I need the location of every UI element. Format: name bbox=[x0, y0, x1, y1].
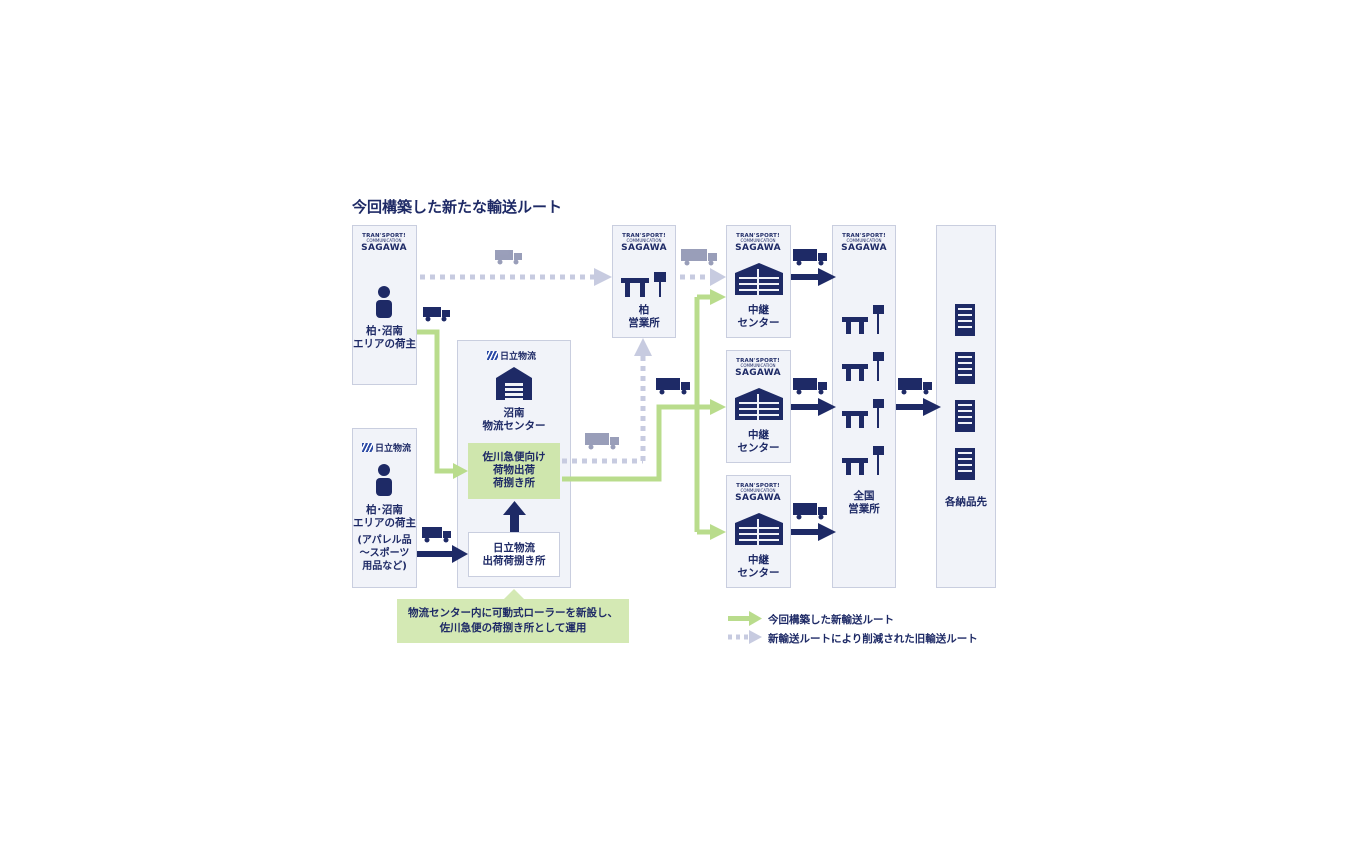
hitachi-sorting-label: 日立物流 出荷荷捌き所 bbox=[482, 542, 546, 567]
truck-icon bbox=[898, 378, 932, 395]
relay-building-icon bbox=[735, 263, 783, 295]
building-icon bbox=[955, 352, 975, 384]
legend-old-swatch bbox=[728, 630, 762, 644]
old-route-office-relay bbox=[680, 268, 726, 286]
navy-arrow-up-center bbox=[503, 501, 526, 532]
shipper-hitachi-sub-label: (アパレル品 ～スポーツ 用品など) bbox=[357, 535, 412, 572]
new-route-arrowhead-3 bbox=[710, 524, 726, 540]
office-icon bbox=[842, 446, 884, 475]
office-icon bbox=[842, 399, 884, 428]
diagram-title: 今回構築した新たな輸送ルート bbox=[352, 198, 563, 216]
hitachi-logo: 日立物流 bbox=[362, 441, 411, 454]
warehouse-icon bbox=[496, 367, 532, 400]
relay-center-label-2: 中継 センター bbox=[737, 429, 780, 454]
hitachi-sorting-box bbox=[468, 532, 560, 577]
new-route-arrowhead-1 bbox=[710, 289, 726, 305]
note-pointer bbox=[504, 589, 524, 599]
person-icon bbox=[376, 286, 392, 318]
building-icon bbox=[955, 400, 975, 432]
truck-icon bbox=[656, 378, 690, 395]
office-icon bbox=[842, 305, 884, 334]
navy-arrow-national-destinations bbox=[896, 398, 941, 416]
national-offices-label: 全国 営業所 bbox=[848, 490, 880, 515]
new-route-kashiwa-arrowhead bbox=[453, 463, 468, 479]
office-icon bbox=[621, 272, 666, 297]
navy-arrow-relay-national-2 bbox=[791, 398, 836, 416]
new-route-arrowhead-2 bbox=[710, 399, 726, 415]
truck-icon bbox=[681, 249, 717, 266]
office-icon bbox=[842, 352, 884, 381]
truck-icon bbox=[793, 249, 827, 266]
legend-new-route: 今回構築した新輸送ルート bbox=[768, 614, 894, 626]
shipper-kashiwa-label: 柏･沼南 エリアの荷主 bbox=[353, 325, 416, 350]
relay-center-label-3: 中継 センター bbox=[737, 554, 780, 579]
old-route-sorting-up bbox=[562, 338, 652, 464]
new-route-kashiwa-shipper bbox=[417, 329, 455, 474]
truck-icon bbox=[422, 527, 451, 543]
relay-building-icon bbox=[735, 513, 783, 545]
navy-arrow-hitachi-shipper bbox=[417, 545, 468, 563]
person-icon bbox=[376, 464, 392, 496]
note-callout: 物流センター内に可動式ローラーを新設し、 佐川急便の荷捌き所として運用 bbox=[397, 599, 629, 643]
shipper-hitachi-label: 柏･沼南 エリアの荷主 bbox=[353, 504, 416, 529]
sagawa-sorting-label: 佐川急便向け 荷物出荷 荷捌き所 bbox=[482, 451, 546, 489]
relay-center-label-1: 中継 センター bbox=[737, 304, 780, 329]
building-icon bbox=[955, 304, 975, 336]
hitachi-logo: 日立物流 bbox=[487, 349, 536, 362]
building-icon bbox=[955, 448, 975, 480]
destinations-label: 各納品先 bbox=[945, 496, 987, 508]
navy-arrow-relay-national-3 bbox=[791, 523, 836, 541]
relay-building-icon bbox=[735, 388, 783, 420]
legend-old-route: 新輸送ルートにより削減された旧輸送ルート bbox=[768, 633, 978, 645]
navy-arrow-relay-national-1 bbox=[791, 268, 836, 286]
truck-icon bbox=[585, 433, 619, 450]
truck-icon bbox=[495, 250, 522, 265]
new-route-to-relays bbox=[562, 294, 712, 535]
kashiwa-office-label: 柏 営業所 bbox=[628, 304, 660, 329]
old-route-kashiwa bbox=[420, 268, 612, 286]
shipper-hitachi-box bbox=[352, 428, 417, 588]
truck-icon bbox=[793, 503, 827, 520]
legend-new-swatch bbox=[728, 611, 762, 626]
shonan-center-label: 沼南 物流センター bbox=[482, 407, 546, 432]
national-offices-box bbox=[832, 225, 896, 588]
sagawa-sorting-box bbox=[468, 443, 560, 499]
truck-icon bbox=[793, 378, 827, 395]
truck-icon bbox=[423, 307, 450, 322]
